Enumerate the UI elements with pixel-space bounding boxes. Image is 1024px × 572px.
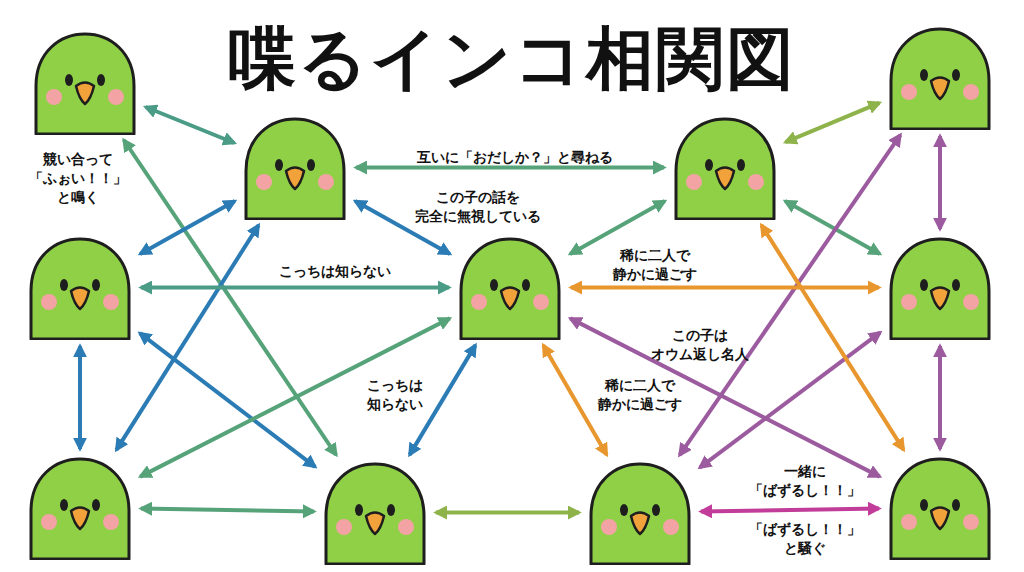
relation-label: こっちは知らない xyxy=(272,262,398,281)
relation-arrow xyxy=(785,201,880,254)
parakeet-illustration xyxy=(585,460,695,565)
relation-arrow xyxy=(146,107,235,143)
relation-label: 稀に二人で 静かに過ごす xyxy=(606,246,704,284)
relation-label: この子の話を 完全に無視している xyxy=(408,188,548,226)
parakeet-node xyxy=(885,455,995,560)
parakeet-node xyxy=(670,115,780,220)
parakeet-node xyxy=(240,115,350,220)
parakeet-illustration xyxy=(25,235,135,340)
parakeet-node xyxy=(885,235,995,340)
parakeet-illustration xyxy=(885,25,995,130)
relation-arrow xyxy=(938,136,942,229)
relation-arrow xyxy=(116,225,258,450)
parakeet-node xyxy=(455,235,565,340)
parakeet-illustration xyxy=(885,455,995,560)
parakeet-illustration xyxy=(320,460,430,565)
relation-arrow xyxy=(570,318,879,476)
parakeet-node xyxy=(30,30,140,135)
parakeet-node xyxy=(885,25,995,130)
relation-arrow xyxy=(571,286,879,290)
relation-arrow xyxy=(570,201,665,254)
note-label: 「ばずるし！！」 と騒ぐ xyxy=(742,520,868,558)
relation-arrow xyxy=(141,286,449,290)
parakeet-node xyxy=(585,460,695,565)
parakeet-illustration xyxy=(455,235,565,340)
parakeet-node xyxy=(25,235,135,340)
relation-label: 稀に二人で 静かに過ごす xyxy=(591,376,689,414)
relation-arrow xyxy=(761,225,903,450)
diagram-title: 喋るインコ相関図 xyxy=(0,14,1024,105)
note-label: 競い合って 「ふぉい！！」 と鳴く xyxy=(22,150,134,207)
relation-arrow xyxy=(140,318,449,476)
relation-arrow xyxy=(78,346,82,449)
relation-arrow xyxy=(140,201,235,254)
parakeet-illustration xyxy=(885,235,995,340)
relation-arrow xyxy=(356,166,664,170)
relation-label: この子は オウム返し名人 xyxy=(644,326,756,364)
parakeet-node xyxy=(320,460,430,565)
parakeet-illustration xyxy=(240,115,350,220)
relation-arrow xyxy=(543,345,606,455)
relation-arrow xyxy=(141,509,314,512)
relation-arrow xyxy=(436,511,579,515)
parakeet-illustration xyxy=(30,30,140,135)
relation-arrow xyxy=(786,103,880,142)
relation-label: 互いに「おだしか？」と尋ねる xyxy=(403,148,627,167)
relation-label: こっちは 知らない xyxy=(360,376,430,414)
parakeet-illustration xyxy=(25,455,135,560)
relation-arrow xyxy=(701,509,879,512)
relation-label: 一緒に 「ばずるし！！」 xyxy=(742,462,868,500)
parakeet-illustration xyxy=(670,115,780,220)
relation-arrow xyxy=(938,346,942,449)
parakeet-node xyxy=(25,455,135,560)
